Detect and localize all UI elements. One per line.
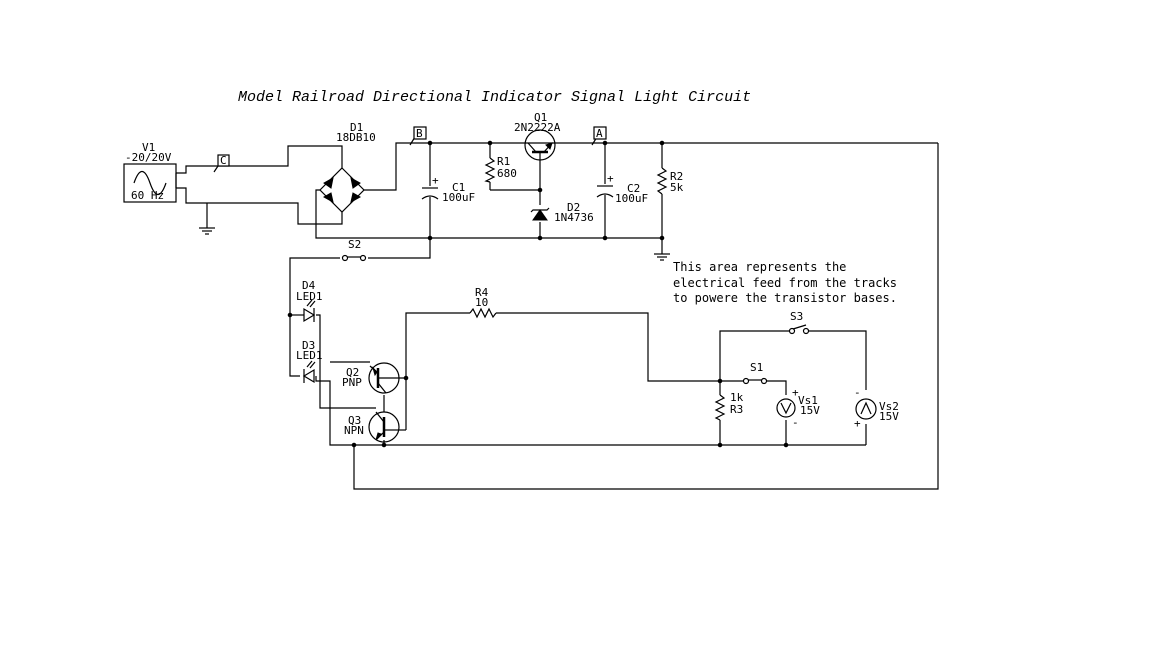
vs2-plus-label: + bbox=[854, 417, 861, 430]
diagram-title: Model Railroad Directional Indicator Sig… bbox=[238, 89, 751, 106]
d4-ref-label: D4 bbox=[302, 279, 316, 292]
d4-value-label: LED1 bbox=[296, 290, 323, 303]
s2-switch[interactable] bbox=[341, 254, 367, 262]
d3-value-label: LED1 bbox=[296, 349, 323, 362]
vs2-ref-label: Vs2 bbox=[879, 400, 899, 413]
q2-pnp-transistor[interactable] bbox=[368, 362, 400, 394]
d3-ref-label: D3 bbox=[302, 339, 315, 352]
vs1-value-label: 15V bbox=[800, 404, 820, 417]
probe-a-label: A bbox=[596, 127, 603, 140]
note-line-1: This area represents the bbox=[673, 260, 846, 274]
junction-dots bbox=[287, 140, 789, 448]
c2-value-label: 100uF bbox=[615, 192, 648, 205]
note-line-3: to powere the transistor bases. bbox=[673, 291, 897, 305]
s1-ref-label: S1 bbox=[750, 361, 763, 374]
r1-ref-label: R1 bbox=[497, 155, 510, 168]
r3-resistor[interactable] bbox=[714, 394, 726, 421]
r3-ref-label: R3 bbox=[730, 403, 743, 416]
probe-c[interactable]: C bbox=[213, 154, 230, 173]
vs2-minus-label: - bbox=[854, 386, 861, 399]
r3-value-label: 1k bbox=[730, 391, 744, 404]
r2-value-label: 5k bbox=[670, 181, 684, 194]
q3-ref-label: Q3 bbox=[348, 414, 361, 427]
s2-ref-label: S2 bbox=[348, 238, 361, 251]
d4-led[interactable] bbox=[303, 299, 316, 323]
vs1-ref-label: Vs1 bbox=[798, 394, 818, 407]
r1-value-label: 680 bbox=[497, 167, 517, 180]
r2-resistor[interactable] bbox=[656, 167, 668, 195]
vs2-value-label: 15V bbox=[879, 410, 899, 423]
q1-value-label: 2N2222A bbox=[514, 121, 561, 134]
r4-value-label: 10 bbox=[475, 296, 488, 309]
ground-symbol-left bbox=[199, 227, 215, 235]
ground-symbol-right bbox=[654, 253, 670, 261]
probe-a[interactable]: A bbox=[591, 126, 607, 146]
r4-resistor[interactable] bbox=[469, 307, 497, 319]
s3-switch[interactable] bbox=[788, 324, 810, 335]
s3-ref-label: S3 bbox=[790, 310, 803, 323]
r2-ref-label: R2 bbox=[670, 170, 683, 183]
s1-switch[interactable] bbox=[742, 377, 768, 385]
r1-resistor[interactable] bbox=[484, 157, 496, 183]
c1-plus-label: + bbox=[432, 174, 439, 187]
vs1-minus-label: - bbox=[792, 416, 799, 429]
r4-ref-label: R4 bbox=[475, 286, 489, 299]
v1-ref-label: V1 bbox=[142, 141, 155, 154]
v1-ac-source[interactable] bbox=[123, 163, 177, 203]
d3-led[interactable] bbox=[302, 360, 316, 384]
c1-ref-label: C1 bbox=[452, 181, 465, 194]
d2-ref-label: D2 bbox=[567, 201, 580, 214]
v1-value-label: -20/20V bbox=[125, 151, 172, 164]
d1-ref-label: D1 bbox=[350, 121, 363, 134]
c2-ref-label: C2 bbox=[627, 182, 640, 195]
d1-value-label: 18DB10 bbox=[336, 131, 376, 144]
c1-value-label: 100uF bbox=[442, 191, 475, 204]
d2-zener-diode[interactable] bbox=[530, 207, 550, 221]
v1-frequency-label: 60 Hz bbox=[131, 189, 164, 202]
d2-value-label: 1N4736 bbox=[554, 211, 594, 224]
probe-c-label: C bbox=[220, 154, 227, 167]
q2-ref-label: Q2 bbox=[346, 366, 359, 379]
c2-capacitor[interactable] bbox=[596, 185, 614, 198]
probe-b[interactable]: B bbox=[409, 126, 427, 146]
wires bbox=[176, 142, 939, 490]
vs1-voltage-source[interactable] bbox=[776, 398, 796, 418]
c1-capacitor[interactable] bbox=[421, 187, 439, 200]
c2-plus-label: + bbox=[607, 172, 614, 185]
q2-type-label: PNP bbox=[342, 376, 362, 389]
vs2-voltage-source[interactable] bbox=[855, 398, 877, 420]
annotation-note: This area represents the electrical feed… bbox=[673, 260, 897, 305]
q1-transistor[interactable] bbox=[524, 129, 556, 161]
d1-bridge-rectifier[interactable] bbox=[319, 167, 365, 213]
note-line-2: electrical feed from the tracks bbox=[673, 276, 897, 290]
q3-npn-transistor[interactable] bbox=[368, 411, 400, 443]
q3-type-label: NPN bbox=[344, 424, 364, 437]
probe-b-label: B bbox=[416, 127, 423, 140]
q1-ref-label: Q1 bbox=[534, 111, 547, 124]
vs1-plus-label: + bbox=[792, 386, 799, 399]
